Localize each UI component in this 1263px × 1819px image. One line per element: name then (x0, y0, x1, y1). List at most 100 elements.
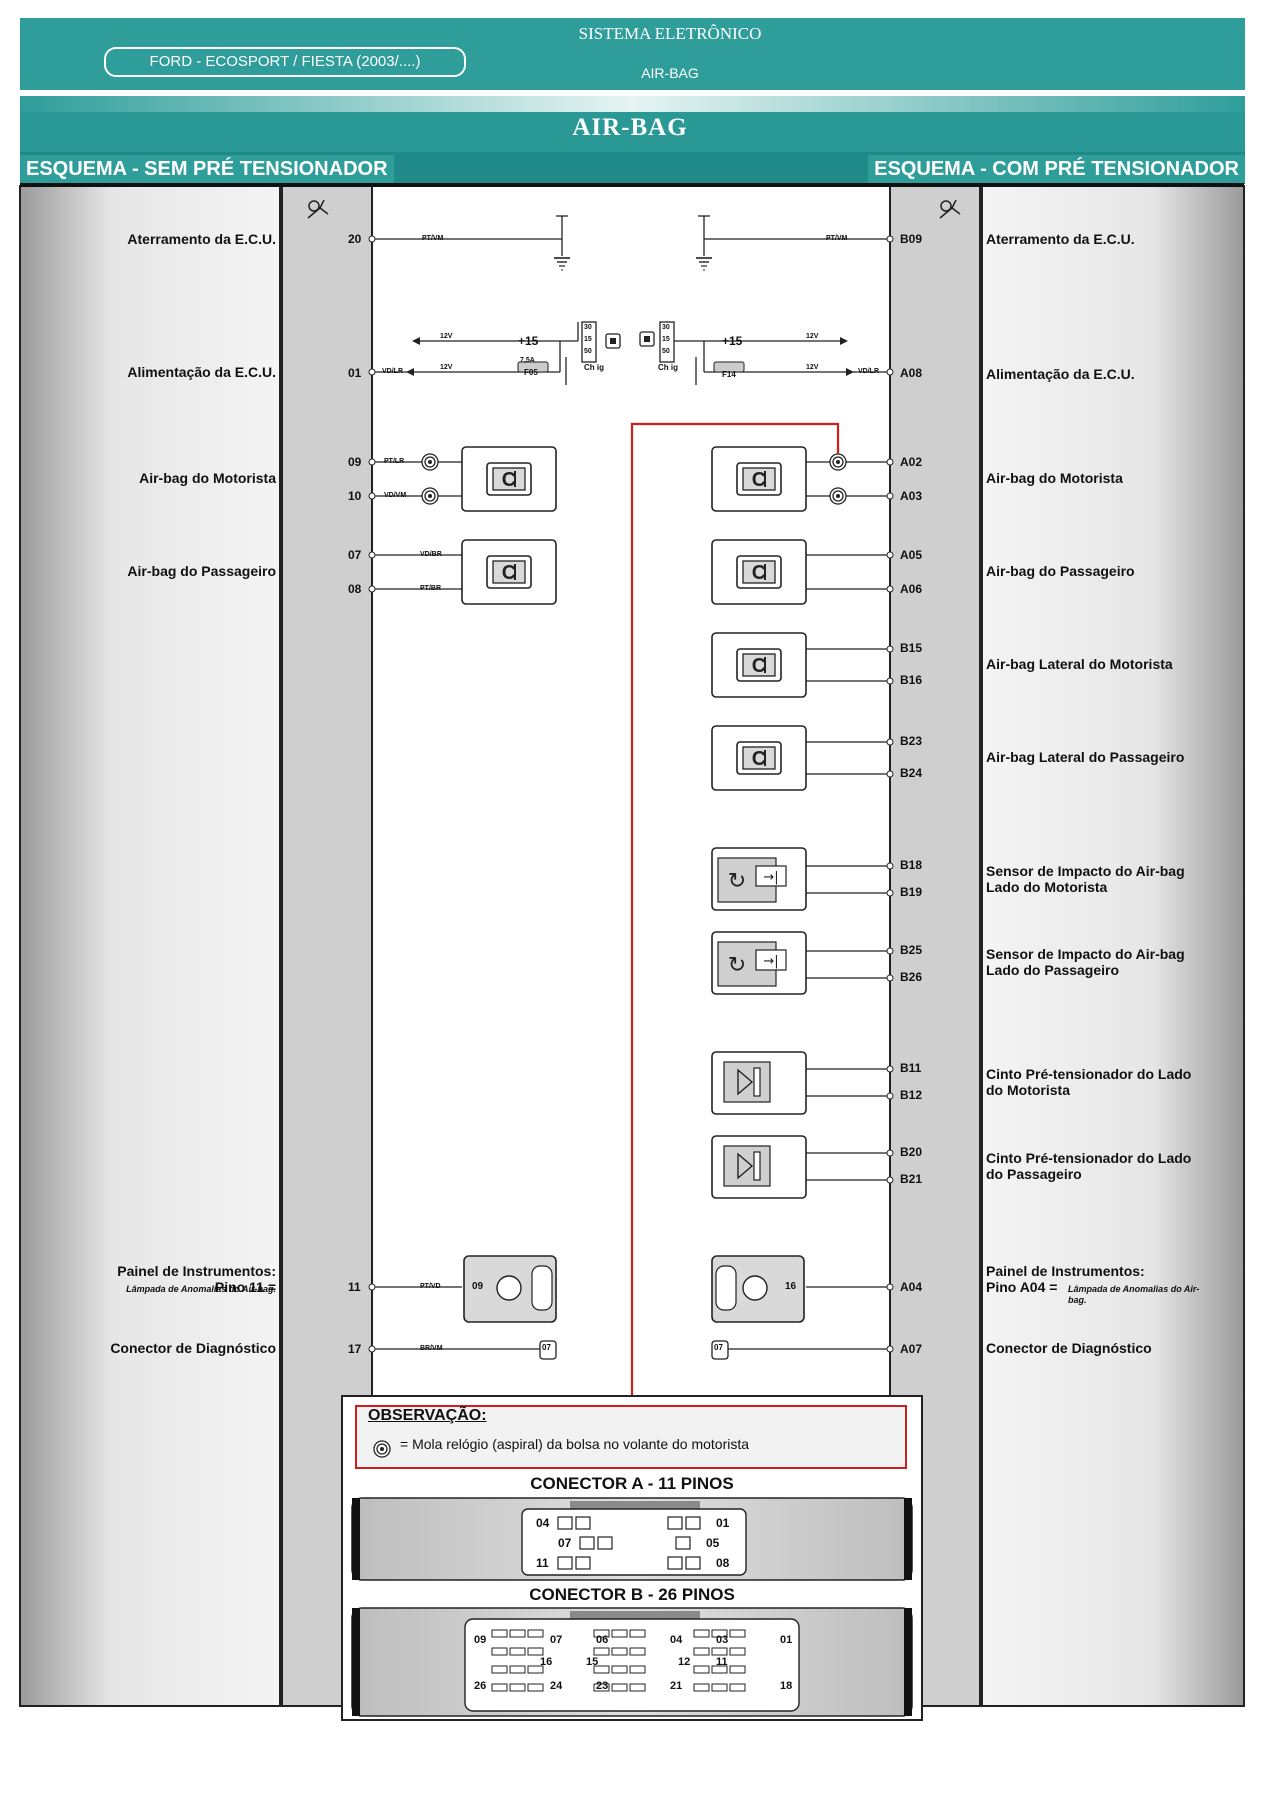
pin-20: 20 (348, 232, 362, 246)
conn-a-pin: 04 (536, 1516, 550, 1530)
conn-b-pin: 03 (716, 1634, 729, 1646)
right-label-sensor-pass-b: Lado do Passageiro (986, 962, 1120, 978)
pin-b21: B21 (900, 1172, 923, 1186)
right-label-sensor-driver-a: Sensor de Impacto do Air-bag (986, 863, 1185, 879)
observation-text: = Mola relógio (aspiral) da bolsa no vol… (400, 1436, 750, 1452)
wire-code: PT/BR (420, 585, 441, 592)
connector-b-cavity (711, 1683, 728, 1692)
vehicle-model-badge: FORD - ECOSPORT / FIESTA (2003/....) (104, 47, 466, 77)
ecu-icon-left (307, 199, 329, 219)
system-subtitle: AIR-BAG (641, 65, 699, 81)
connector-b-cavity (693, 1683, 710, 1692)
pin-b20: B20 (900, 1145, 923, 1159)
label-12v: 12V (440, 364, 453, 371)
pin-b24: B24 (900, 766, 923, 780)
right-driver-airbag (711, 446, 894, 512)
svg-text:→|: →| (763, 870, 778, 885)
right-label-belt-driver-b: do Motorista (986, 1082, 1070, 1098)
pin-b19: B19 (900, 885, 923, 899)
pin-09: 09 (348, 455, 362, 469)
connector-b-cavity (593, 1665, 610, 1674)
switch-pin-15: 15 (584, 336, 592, 343)
switch-label-right: Ch ig (658, 363, 678, 372)
conn-a-pin: 01 (716, 1516, 730, 1530)
conn-b-pin: 11 (716, 1656, 728, 1668)
pin-a03: A03 (900, 489, 923, 503)
pin-b23: B23 (900, 734, 923, 748)
connector-a-title: CONECTOR A - 11 PINOS (530, 1474, 734, 1493)
left-label-panel (19, 185, 281, 1707)
right-label-passenger: Air-bag do Passageiro (986, 563, 1135, 579)
pin-b09: B09 (900, 232, 923, 246)
label-12v: 12V (806, 364, 819, 371)
fuse-f14 (713, 361, 745, 373)
right-pretensioner-driver (711, 1051, 894, 1115)
label-12v: 12V (440, 333, 453, 340)
conn-b-pin: 16 (540, 1656, 553, 1668)
conn-a-pin: 11 (536, 1556, 549, 1570)
connector-b-cavity (509, 1629, 526, 1638)
connector-b-cavity (611, 1647, 628, 1656)
wire-code: PT/VD (420, 1283, 441, 1290)
pin-b25: B25 (900, 943, 923, 957)
pin-b16: B16 (900, 673, 923, 687)
connector-b-cavity (629, 1629, 646, 1638)
header-stripe (20, 96, 1245, 112)
left-label-panel-c: Lâmpada de Anomalias do Air-bag. (126, 1284, 276, 1294)
right-label-ground: Aterramento da E.C.U. (986, 231, 1135, 247)
connector-b-cavity (629, 1683, 646, 1692)
svg-text:↻: ↻ (728, 953, 746, 978)
connector-b-cavity (491, 1683, 508, 1692)
page-title: AIR-BAG (572, 114, 688, 141)
conn-b-pin: 07 (550, 1634, 563, 1646)
panel-pin-left: 09 (472, 1281, 484, 1292)
switch-pin-15: 15 (662, 336, 670, 343)
ecu-icon-right (939, 199, 961, 219)
ignition-switch-right (659, 321, 675, 363)
fuse-right-label: F14 (722, 370, 736, 379)
right-label-belt-pass-b: do Passageiro (986, 1166, 1082, 1182)
wire-code: BR/VM (420, 1345, 443, 1352)
left-label-panel-b: Pino 11 = (214, 1279, 276, 1295)
connector-b-cavity (527, 1683, 544, 1692)
connector-b-title: CONECTOR B - 26 PINOS (529, 1585, 735, 1604)
pin-11: 11 (348, 1280, 361, 1294)
connector-b-cavity (711, 1629, 728, 1638)
switch-pin-50: 50 (584, 348, 592, 355)
conn-a-pin: 05 (706, 1536, 720, 1550)
panel-pin-right: 16 (785, 1281, 797, 1292)
connector-b-cavity (629, 1647, 646, 1656)
connector-b-cavity (593, 1629, 610, 1638)
connector-b-cavity (729, 1665, 746, 1674)
switch-pin-30: 30 (662, 324, 670, 331)
connector-b-cavity (729, 1629, 746, 1638)
right-side-passenger-airbag (711, 725, 894, 791)
conn-b-pin: 21 (670, 1680, 683, 1692)
connector-b-cavity (611, 1665, 628, 1674)
right-label-belt-driver-a: Cinto Pré-tensionador do Lado (986, 1066, 1192, 1082)
left-label-power: Alimentação da E.C.U. (127, 364, 276, 380)
connector-b-cavity (629, 1665, 646, 1674)
conn-a-pin: 07 (558, 1536, 572, 1550)
pin-b18: B18 (900, 858, 923, 872)
conn-b-pin: 18 (780, 1680, 793, 1692)
right-impact-sensor-driver: ↻ →| (711, 847, 894, 911)
left-label-panel-a: Painel de Instrumentos: (117, 1263, 276, 1279)
right-scheme-title: ESQUEMA - COM PRÉ TENSIONADOR (868, 155, 1245, 183)
pin-a05: A05 (900, 548, 923, 562)
left-instrument-panel (368, 1255, 557, 1323)
connector-b-cavity (491, 1647, 508, 1656)
connector-b-cavity (593, 1683, 610, 1692)
left-label-diag: Conector de Diagnóstico (110, 1340, 276, 1356)
svg-text:↻: ↻ (728, 869, 746, 894)
left-label-passenger: Air-bag do Passageiro (127, 563, 276, 579)
connector-b-cavity (509, 1683, 526, 1692)
fuse-left-label: F05 (524, 368, 538, 377)
connector-b-cavity (611, 1683, 628, 1692)
connector-b-cavity (527, 1629, 544, 1638)
right-diagnostic-connector (711, 1340, 894, 1360)
right-label-sensor-pass-a: Sensor de Impacto do Air-bag (986, 946, 1185, 962)
switch-label-left: Ch ig (584, 363, 604, 372)
svg-text:→|: →| (763, 954, 778, 969)
